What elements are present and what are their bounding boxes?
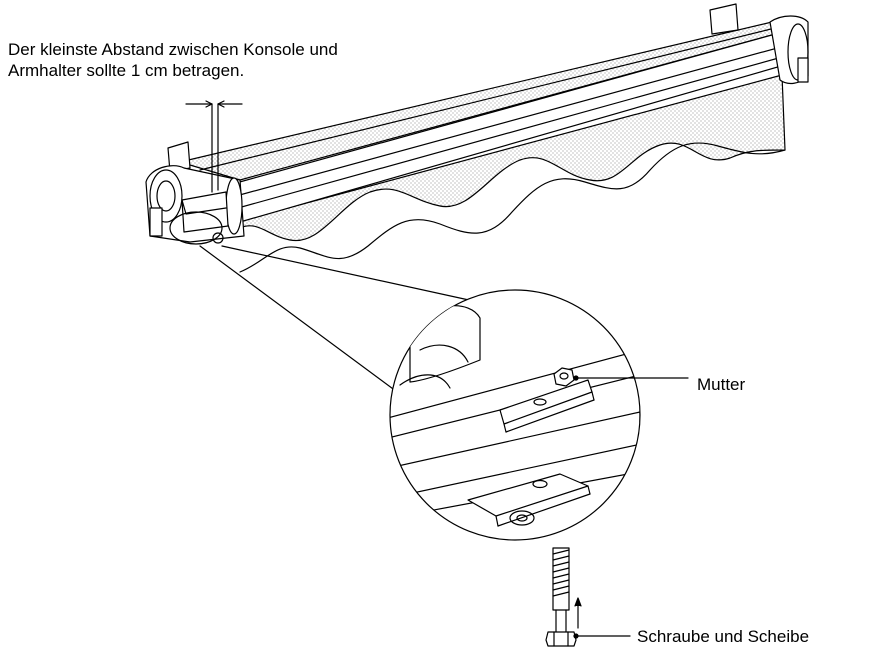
nut [553, 367, 575, 387]
plate-edge [591, 391, 595, 401]
wall-bracket-right [709, 3, 739, 35]
rail-edge [390, 411, 640, 471]
left-arm-holder [181, 191, 229, 233]
wall-bracket-left [167, 141, 191, 173]
direction-arrowhead [574, 597, 582, 607]
rail-line [390, 344, 640, 421]
cassette-line [235, 43, 793, 197]
plate-edge [503, 423, 507, 433]
plate-edge [497, 493, 591, 527]
left-bolt [212, 232, 224, 244]
nut-label: Mutter [697, 375, 746, 394]
plate-hole [533, 398, 547, 406]
rail-line [390, 439, 640, 501]
arm-holder-edge [181, 199, 227, 215]
cassette-line [237, 53, 794, 209]
distance-note-line2: Armhalter sollte 1 cm betragen. [8, 61, 245, 80]
washer [509, 510, 535, 526]
detail-connector [199, 245, 409, 401]
bolt-leader-dot [573, 633, 579, 639]
cassette-line [199, 27, 776, 171]
washer-hole [516, 514, 528, 522]
right-drive [797, 57, 809, 83]
distance-note: Der kleinste Abstand zwischen Konsole un… [8, 39, 338, 81]
arrowhead [205, 100, 213, 108]
nut-leader-dot [573, 375, 579, 381]
awning-fabric [235, 74, 786, 242]
fabric-scallop-outline [239, 142, 786, 273]
arrowhead [217, 100, 225, 108]
plate-edge [495, 515, 499, 527]
bolt-label: Schraube und Scheibe [637, 627, 810, 646]
bolt [545, 547, 577, 647]
left-end-hub [156, 180, 176, 212]
plate-hole [532, 479, 548, 489]
left-drive [149, 207, 163, 237]
plate-edge [505, 399, 595, 433]
tube-curve [419, 344, 469, 363]
detail-connector [221, 245, 479, 303]
tube-curve [399, 374, 451, 389]
left-end-disc [149, 169, 183, 223]
distance-note-line1: Der kleinste Abstand zwischen Konsole un… [8, 40, 338, 59]
plate-edge [587, 485, 591, 495]
detail-marker [169, 211, 223, 245]
nut-hole [559, 372, 569, 380]
